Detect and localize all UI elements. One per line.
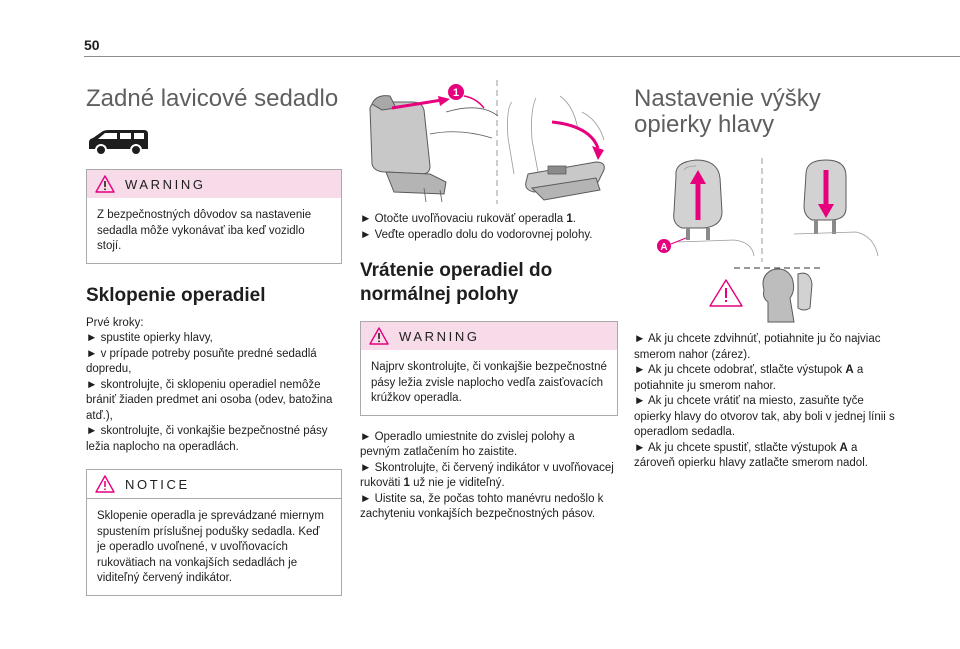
para-remove: ► Ak ju chcete odobrať, stlačte výstupok… [634,364,864,392]
warning-header: WARNING [87,170,341,198]
step-rotate-handle: ► Otočte uvoľňovaciu rukoväť operadla 1. [360,213,576,225]
warning-text: Najprv skontrolujte, či vonkajšie bezpeč… [371,361,607,404]
warning-text: Z bezpečnostných dôvodov sa nastavenie s… [97,209,312,252]
warning-triangle-icon [95,175,115,193]
notice-label: NOTICE [125,476,190,492]
step-item: ► v prípade potreby posuňte predné sedad… [86,347,317,376]
notice-header: NOTICE [87,470,341,499]
page-title: Zadné lavicové sedadlo [86,85,339,112]
headrest-illustration: A [657,158,879,323]
step-guide-backrest: ► Veďte operadlo dolu do vodorovnej polo… [360,228,593,241]
para-check-indicator: ► Skontrolujte, či červený indikátor v u… [360,461,614,490]
para-lower: ► Ak ju chcete spustiť, stlačte výstupok… [634,441,868,470]
step-item: ► spustite opierky hlavy, [86,332,213,344]
header-rule [84,56,960,57]
column-fold-steps: 1 ► Otočte uvoľňovaciu rukoväť operadla … [360,78,618,523]
warning-triangle-icon [369,327,389,345]
para-raise: ► Ak ju chcete zdvihnúť, potiahnite ju č… [634,333,881,361]
illustration-label-a: A [660,242,667,253]
warning-header: WARNING [361,322,617,350]
van-icon [89,130,148,156]
para-lock-backrest: ► Operadlo umiestnite do zvislej polohy … [360,430,575,459]
notice-box: NOTICE Sklopenie operadla je sprevádzané… [86,469,342,596]
step-item: ► skontrolujte, či vonkajšie bezpečnostn… [86,425,328,453]
illustration-label-1: 1 [453,87,459,99]
section-title-folding: Sklopenie operadiel [86,284,266,306]
notice-text: Sklopenie operadla je sprevádzané mierny… [97,510,324,584]
para-check-belts: ► Uistite sa, že počas tohto manévru ned… [360,492,604,521]
column-rear-bench: Zadné lavicové sedadlo WARNING Z bezpečn… [86,78,342,596]
warning-box: WARNING Najprv skontrolujte, či vonkajši… [360,321,618,416]
column-headrest: Nastavenie výšky opierky hlavy A ► Ak ju… [634,78,896,472]
warning-label: WARNING [125,176,206,192]
headrest-title: Nastavenie výšky opierky hlavy [634,85,821,138]
warning-label: WARNING [399,328,480,344]
seat-folding-illustration: 1 [369,80,605,204]
page-number: 50 [84,37,100,53]
notice-triangle-icon [95,475,115,493]
section-title-return: Vrátenie operadiel do normálnej polohy [360,260,553,305]
warning-box: WARNING Z bezpečnostných dôvodov sa nast… [86,169,342,264]
step-item: ► skontrolujte, či sklopeniu operadiel n… [86,378,333,422]
para-refit: ► Ak ju chcete vrátiť na miesto, zasuňte… [634,395,895,438]
intro-text: Prvé kroky: [86,316,144,329]
